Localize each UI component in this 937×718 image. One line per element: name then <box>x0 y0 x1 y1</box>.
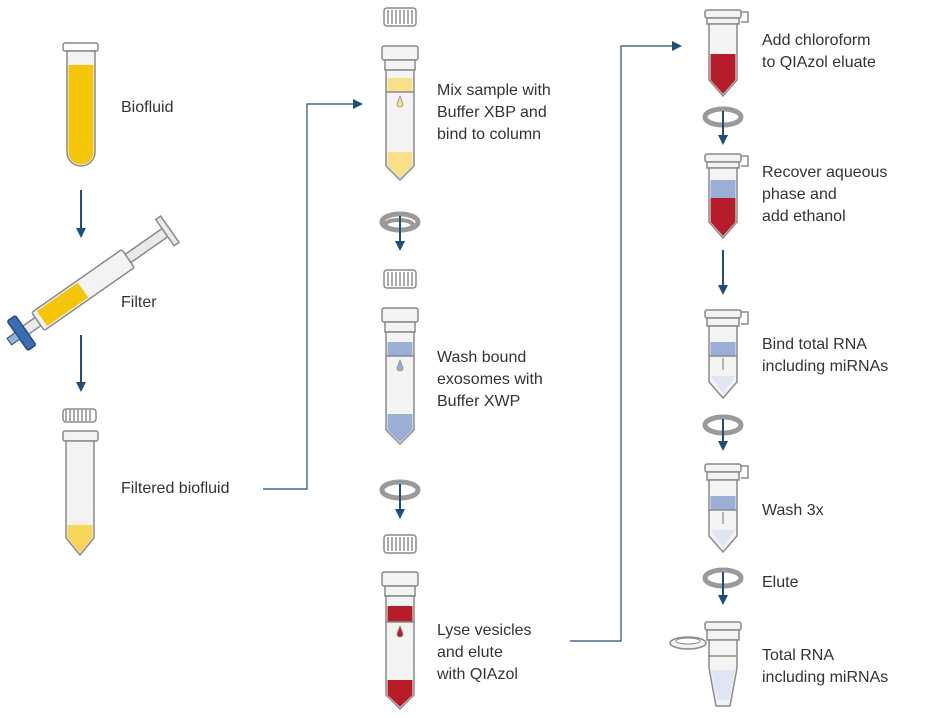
spin-centrifuge-icon <box>702 106 744 145</box>
step-label-line: Mix sample with <box>437 82 551 99</box>
mix-column-tube-icon <box>381 45 419 182</box>
lyse-column-tube-icon <box>381 571 419 711</box>
step-label-line: and elute <box>437 644 503 661</box>
chloroform-microtube-icon <box>704 9 749 98</box>
wash-spin-column-icon <box>704 463 749 554</box>
cap-icon <box>383 534 417 554</box>
step-label-elute: Elute <box>762 572 798 594</box>
step-label-line: exosomes with <box>437 371 543 388</box>
step-label-lyse: Lyse vesicles and elute with QIAzol <box>437 620 532 686</box>
step-label-biofluid: Biofluid <box>121 97 173 119</box>
cap-icon <box>383 7 417 27</box>
recover-microtube-icon <box>704 153 749 240</box>
step-label-line: Add chloroform <box>762 32 871 49</box>
spin-centrifuge-icon <box>702 567 744 605</box>
step-label-line: add ethanol <box>762 208 846 225</box>
step-label-line: Wash 3x <box>762 502 824 519</box>
wash-column-tube-icon <box>381 307 419 446</box>
step-label-line: bind to column <box>437 126 542 143</box>
step-label-chloroform: Add chloroform to QIAzol eluate <box>762 30 876 74</box>
step-label-line: to QIAzol eluate <box>762 54 876 71</box>
step-label-filter: Filter <box>121 292 157 314</box>
step-label-line: Lyse vesicles <box>437 622 532 639</box>
step-label-line: Buffer XBP and <box>437 104 547 121</box>
step-label-line: Wash bound <box>437 349 527 366</box>
step-label-recover: Recover aqueous phase and add ethanol <box>762 162 887 228</box>
step-label-line: with QIAzol <box>437 666 518 683</box>
step-label-line: Biofluid <box>121 99 174 116</box>
step-label-line: phase and <box>762 186 837 203</box>
bind-rna-spin-column-icon <box>704 309 749 400</box>
step-label-line: Recover aqueous <box>762 164 888 181</box>
step-label-line: including miRNAs <box>762 358 889 375</box>
cap-icon <box>383 269 417 289</box>
step-label-line: Elute <box>762 574 799 591</box>
step-label-mix: Mix sample with Buffer XBP and bind to c… <box>437 80 551 146</box>
total-rna-microtube-icon <box>669 621 742 707</box>
biofluid-tube-icon <box>62 42 99 167</box>
spin-centrifuge-icon <box>702 414 744 451</box>
spin-centrifuge-icon <box>379 211 421 251</box>
syringe-filter-icon <box>6 215 181 351</box>
step-label-line: including miRNAs <box>762 669 889 686</box>
step-label-line: Bind total RNA <box>762 336 867 353</box>
step-label-line: Total RNA <box>762 647 835 664</box>
step-label-bind-rna: Bind total RNA including miRNAs <box>762 334 888 378</box>
step-label-filtered-biofluid: Filtered biofluid <box>121 478 230 500</box>
spin-centrifuge-icon <box>379 479 421 519</box>
filtered-biofluid-tube-icon <box>62 408 99 557</box>
step-label-line: Filter <box>121 294 157 311</box>
step-label-total-rna: Total RNA including miRNAs <box>762 645 888 689</box>
step-label-line: Filtered biofluid <box>121 480 230 497</box>
connector-arrow-1 <box>263 99 363 490</box>
step-label-wash: Wash bound exosomes with Buffer XWP <box>437 347 543 413</box>
step-label-wash-3x: Wash 3x <box>762 500 824 522</box>
connector-arrow-2 <box>570 41 682 642</box>
step-label-line: Buffer XWP <box>437 393 521 410</box>
